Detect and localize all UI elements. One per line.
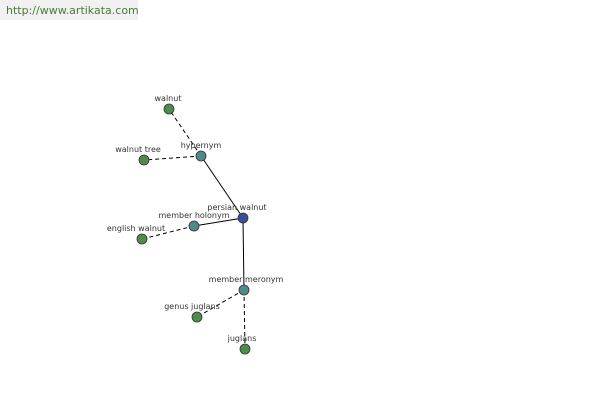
node-walnut[interactable]	[163, 103, 175, 115]
node-label-juglans[interactable]: juglans	[227, 334, 257, 343]
edge-persian-walnut-to-hypernym	[200, 155, 244, 219]
url-banner: http://www.artikata.com	[0, 0, 139, 20]
edge-member-meronym-to-juglans	[243, 289, 246, 350]
node-label-walnut-tree[interactable]: walnut tree	[115, 145, 161, 154]
node-persian-walnut[interactable]	[237, 212, 249, 224]
node-english-walnut[interactable]	[136, 233, 148, 245]
node-label-walnut[interactable]: walnut	[155, 94, 182, 103]
node-label-member-holonym[interactable]: member holonym	[158, 211, 229, 220]
node-label-genus-juglans[interactable]: genus juglans	[164, 302, 220, 311]
edge-hypernym-to-walnut-tree	[143, 155, 202, 161]
node-layer	[136, 103, 251, 355]
node-member-meronym[interactable]	[238, 284, 250, 296]
node-genus-juglans[interactable]	[191, 311, 203, 323]
site-url-link[interactable]: http://www.artikata.com	[6, 4, 139, 17]
node-juglans[interactable]	[239, 343, 251, 355]
edge-persian-walnut-to-member-holonym	[193, 217, 244, 227]
node-hypernym[interactable]	[195, 150, 207, 162]
node-label-persian-walnut[interactable]: persian walnut	[207, 203, 266, 212]
edge-hypernym-to-walnut	[168, 108, 202, 157]
node-member-holonym[interactable]	[188, 220, 200, 232]
node-label-english-walnut[interactable]: english walnut	[107, 224, 165, 233]
edge-member-meronym-to-genus-juglans	[196, 289, 245, 318]
label-layer: persian walnut hypernym member holonym memb…	[107, 94, 284, 343]
node-label-hypernym[interactable]: hypernym	[181, 141, 222, 150]
edge-member-holonym-to-english-walnut	[141, 225, 195, 240]
node-label-member-meronym[interactable]: member meronym	[209, 275, 284, 284]
edge-persian-walnut-to-member-meronym	[242, 217, 245, 291]
node-walnut-tree[interactable]	[138, 154, 150, 166]
edge-layer	[141, 108, 246, 350]
